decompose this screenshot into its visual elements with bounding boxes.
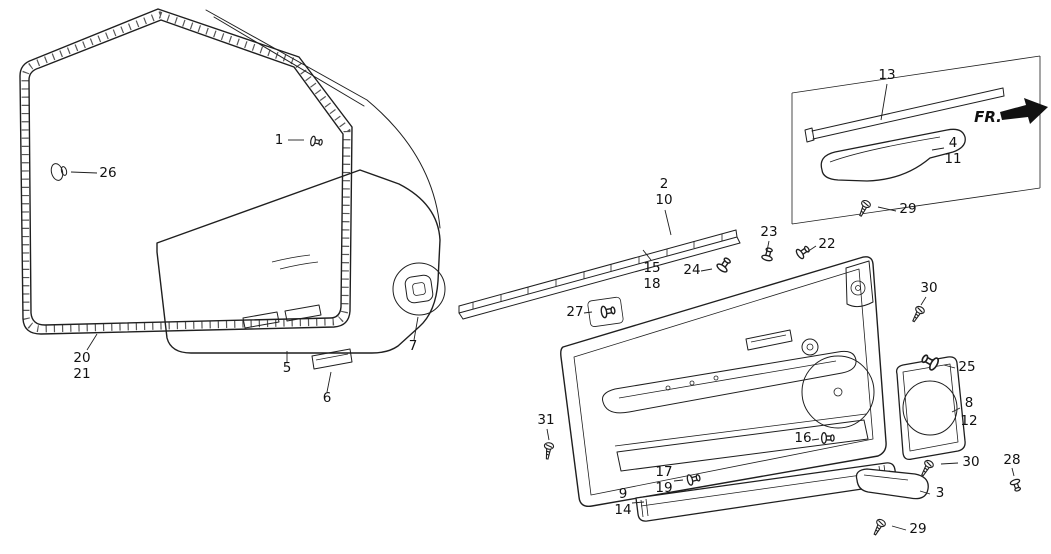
panel-inner-line [573,268,874,496]
callout-14: 14 [614,502,631,518]
screw-31 [542,441,555,461]
clip-1 [309,135,324,148]
callout-29-bottom: 29 [909,521,926,537]
callout-13: 13 [878,67,895,83]
armrest-4-11 [820,128,966,182]
panel-corner-piece [845,260,874,308]
callout-27: 27 [566,304,583,320]
panel-pocket [614,413,869,472]
callout-11: 11 [944,151,961,167]
sheet-pocket-slot-left [242,311,280,329]
callout-10: 10 [655,192,672,208]
sheet-pocket-slot-right [284,304,322,322]
leader-lines [70,83,1015,531]
callout-24: 24 [683,262,700,278]
screw-30-upper [908,304,927,325]
speaker-opening-center [833,387,843,397]
weatherstrip-outer [19,8,353,335]
grommet-26 [50,163,68,181]
fr-label: FR. [974,108,1002,126]
callout-19: 19 [655,480,672,496]
callout-26: 26 [99,165,116,181]
screw-29-bottom [870,517,888,538]
panel-outline [560,256,887,507]
clip-27 [599,303,617,319]
door-sash-edge-2 [213,16,365,107]
callout-2: 2 [660,176,669,192]
clip-23 [760,246,776,263]
callout-3: 3 [936,485,945,501]
panel-hole-3 [713,375,719,381]
callout-15: 15 [643,260,660,276]
callout-7: 7 [409,338,418,354]
clip-16 [820,432,835,444]
callout-12: 12 [960,413,977,429]
callout-5: 5 [283,360,292,376]
lower-garnish-9-14 [635,462,897,522]
panel-handle-bezel [745,329,793,351]
callout-25: 25 [958,359,975,375]
callout-17: 17 [655,464,672,480]
clip-27-assembly [587,296,624,327]
fr-arrow-icon [1000,98,1048,124]
molding-13 [804,87,1005,143]
molding-ticks [472,234,723,309]
inset-armrest-view: FR. [791,55,1048,225]
door-sash-edge [205,9,441,229]
callout-21: 21 [73,366,90,382]
panel-armrest-recess [602,350,857,414]
lock-knob-hole [801,338,819,356]
callout-9: 9 [619,486,628,502]
screw-29-inset [855,198,873,219]
weatherstrip-inner [28,19,344,326]
callout-4: 4 [949,135,958,151]
speaker-opening [801,355,875,429]
clip-22 [794,243,812,261]
clip-28 [1009,477,1024,493]
callout-22: 22 [818,236,835,252]
fr-direction-indicator: FR. [974,98,1048,126]
screw-30-lower [917,458,936,479]
callout-23: 23 [760,224,777,240]
speaker-hole-seal-7 [392,262,446,316]
panel-hole-2 [689,380,695,386]
armrest-bracket-3 [855,468,929,500]
callout-20: 20 [73,350,90,366]
sheet-slit-2 [279,261,319,270]
inset-frame [791,55,1041,225]
speaker-grille-8-12 [895,356,966,461]
callout-16: 16 [794,430,811,446]
callout-28: 28 [1003,452,1020,468]
callout-8: 8 [965,395,974,411]
callout-labels: 1 26 20 21 5 6 7 2 10 15 18 24 23 22 27 … [73,67,1020,537]
door-opening-and-seal [19,8,441,335]
callout-29-inset: 29 [899,201,916,217]
tape-seal-6 [311,348,353,370]
clip-24 [715,255,734,275]
callout-31: 31 [537,412,554,428]
sheet-outline [156,169,441,354]
lock-knob-hole-inner [806,343,814,351]
callout-6: 6 [323,390,332,406]
panel-hole-1 [665,385,671,391]
belt-molding-assembly [458,229,741,320]
door-trim-sheet [156,169,446,370]
callout-1: 1 [275,132,284,148]
sheet-slit-1 [271,254,311,263]
callout-18: 18 [643,276,660,292]
callout-30-upper: 30 [920,280,937,296]
callout-30-lower: 30 [962,454,979,470]
door-trim-panel [560,256,887,507]
